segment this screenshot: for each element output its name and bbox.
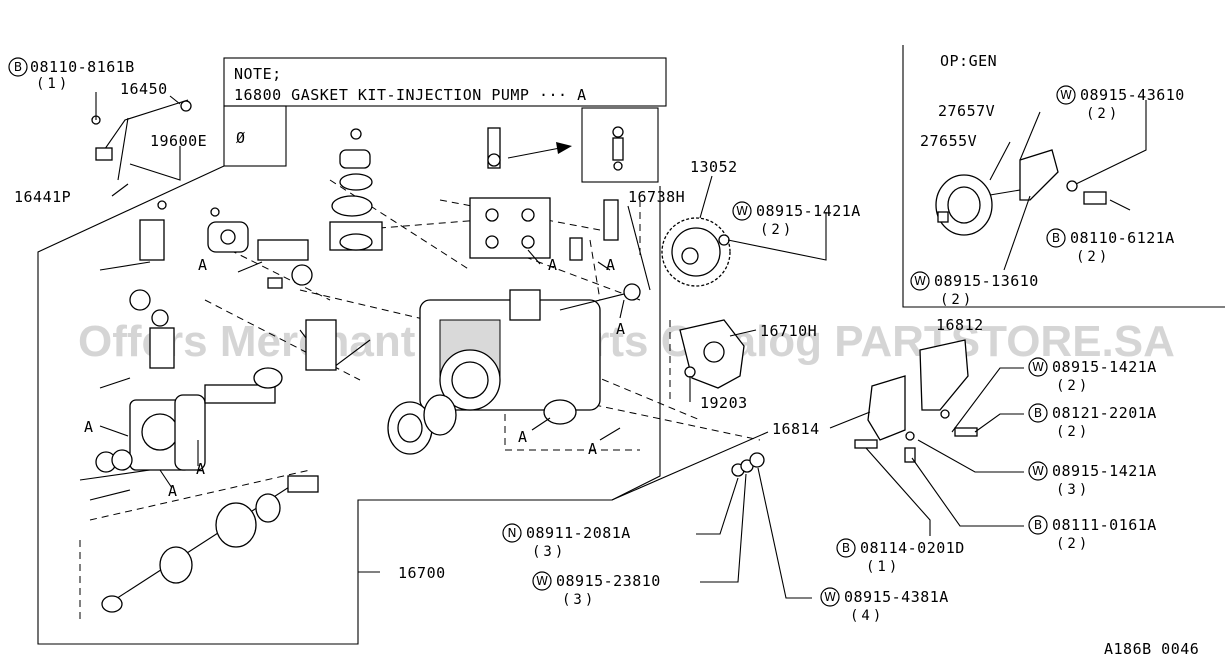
marker-a: A [84,418,94,436]
part-number: 16450 [120,80,168,98]
quantity: (4) [850,608,884,624]
callout-prefix: B [1034,518,1042,532]
assembly-frame [37,165,769,645]
quantity: (1) [866,559,900,575]
part-number: 08915-13610 [934,272,1039,290]
note-line: 16800 GASKET KIT-INJECTION PUMP ··· A [234,86,587,104]
part-number: 19203 [700,394,748,412]
part-number: 13052 [690,158,738,176]
callout: W 08915-1421A (2) [732,201,861,238]
callout: W 08915-23810 (3) [532,571,661,608]
gasket-markers: A A A A A A A A A [84,256,626,500]
callout-prefix: W [914,274,926,288]
callout: B 08111-0161A (2) [1028,515,1157,552]
quantity: (3) [1056,482,1090,498]
note-title: NOTE; [234,65,282,83]
option-box: OP:GEN [902,45,1225,308]
callouts: B 08110-8161B (1) 16450 19600E 16441P 13… [8,57,1185,624]
callout-prefix: B [1052,231,1060,245]
marker-a: A [548,256,558,274]
part-number: 08110-8161B [30,58,135,76]
part-number: 08915-1421A [756,202,861,220]
quantity: (2) [1056,424,1090,440]
part-number: 16441P [14,188,71,206]
callout: N 08911-2081A (3) [502,523,631,560]
part-number: 27657V [938,102,995,120]
callout: W 08915-1421A (2) [1028,357,1157,394]
marker-a: A [616,320,626,338]
part-number: 08915-23810 [556,572,661,590]
callout-prefix: W [536,574,548,588]
part-number: 16812 [936,316,984,334]
option-title: OP:GEN [940,52,997,70]
part-drawings [79,99,1107,613]
marker-a: A [588,440,598,458]
callout-prefix: W [1032,360,1044,374]
quantity: (1) [36,76,70,92]
callout: B 08110-6121A (2) [1046,228,1175,265]
figure-id: A186B 0046 [1104,640,1199,658]
part-number: 16700 [398,564,446,582]
marker-a: A [168,482,178,500]
callout: W 08915-43610 (2) [1056,85,1185,122]
quantity: (2) [940,292,974,308]
quantity: (3) [562,592,596,608]
quantity: (2) [1076,249,1110,265]
part-number: 08111-0161A [1052,516,1157,534]
part-number: 16710H [760,322,817,340]
part-number: 08915-1421A [1052,358,1157,376]
part-number: 08911-2081A [526,524,631,542]
part-number: 08915-43610 [1080,86,1185,104]
quantity: (2) [1086,106,1120,122]
callout: W 08915-4381A (4) [820,587,949,624]
callout: B 08121-2201A (2) [1028,403,1157,440]
part-number: 27655V [920,132,977,150]
part-number: 08915-1421A [1052,462,1157,480]
callout-prefix: W [736,204,748,218]
callout-prefix: W [1060,88,1072,102]
part-number: 16814 [772,420,820,438]
part-number: 08915-4381A [844,588,949,606]
marker-a: A [518,428,528,446]
quantity: (3) [532,544,566,560]
quantity: (2) [1056,536,1090,552]
callout: B 08110-8161B (1) [8,57,135,92]
part-number: 08121-2201A [1052,404,1157,422]
callout-prefix: B [14,60,22,74]
callout-prefix: W [1032,464,1044,478]
inset-box [507,107,659,183]
quantity: (2) [1056,378,1090,394]
callout-prefix: W [824,590,836,604]
note-inset-symbol: Ø [236,129,246,147]
callout: W 08915-1421A (3) [1028,461,1157,498]
part-number: 08110-6121A [1070,229,1175,247]
callout: W 08915-13610 (2) [910,271,1039,308]
callout-prefix: B [842,541,850,555]
leader-lines [95,92,1147,599]
callout-prefix: B [1034,406,1042,420]
part-number: 16738H [628,188,685,206]
callout-prefix: N [508,526,517,540]
callout: B 08114-0201D (1) [836,538,965,575]
marker-a: A [196,460,206,478]
quantity: (2) [760,222,794,238]
watermark: Offers Merchant Auto Parts Catalog PARTS… [78,317,1175,366]
part-number: 08114-0201D [860,539,965,557]
note-box: NOTE; 16800 GASKET KIT-INJECTION PUMP ··… [223,57,667,167]
marker-a: A [606,256,616,274]
marker-a: A [198,256,208,274]
part-number: 19600E [150,132,207,150]
